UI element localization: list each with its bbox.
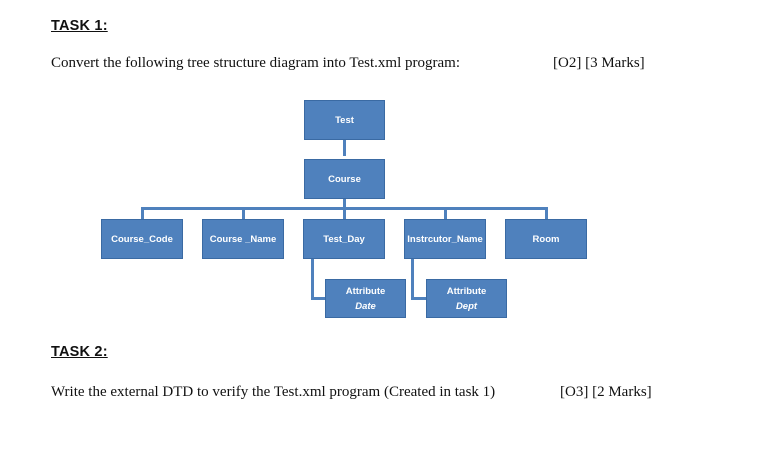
task2-heading: TASK 2: <box>51 344 108 360</box>
node-instructor-name-label: Instrcutor_Name <box>407 233 483 245</box>
connector-test-course <box>343 140 346 156</box>
node-room: Room <box>505 219 587 259</box>
task1-marks-text: O2] [3 Marks] <box>558 55 645 71</box>
node-attribute-date: Attribute Date <box>325 279 406 318</box>
task1-heading: TASK 1: <box>51 18 108 34</box>
node-test: Test <box>304 100 385 140</box>
node-course-name-label: Course _Name <box>209 233 277 245</box>
node-test-label: Test <box>335 114 354 126</box>
connector-drop-1 <box>141 207 144 219</box>
connector-drop-4 <box>444 207 447 219</box>
task1-marks-prefix: [ <box>553 55 558 71</box>
connector-drop-3 <box>343 207 346 219</box>
node-course-code-label: Course_Code <box>111 233 173 245</box>
node-course-name: Course _Name <box>202 219 284 259</box>
node-instructor-name: Instrcutor_Name <box>404 219 486 259</box>
connector-testday-attr-horizontal <box>311 297 325 300</box>
task2-marks-prefix: [ <box>560 384 565 400</box>
node-room-label: Room <box>532 233 560 245</box>
connector-drop-2 <box>242 207 245 219</box>
connector-instructor-attr-horizontal <box>411 297 426 300</box>
task2-instruction: Write the external DTD to verify the Tes… <box>51 384 496 400</box>
attribute-dept-label: Attribute <box>446 285 487 297</box>
node-test-day: Test_Day <box>303 219 385 259</box>
attribute-date-value: Date <box>355 300 376 312</box>
node-course-label: Course <box>328 173 361 185</box>
task1-instruction: Convert the following tree structure dia… <box>51 55 460 71</box>
task1-marks: [O2] [3 Marks] <box>553 55 645 72</box>
node-course-code: Course_Code <box>101 219 183 259</box>
attribute-date-label: Attribute <box>345 285 386 297</box>
connector-course-bus <box>343 199 346 209</box>
node-attribute-dept: Attribute Dept <box>426 279 507 318</box>
connector-instructor-attr-vertical <box>411 259 414 300</box>
connector-drop-5 <box>545 207 548 219</box>
node-test-day-label: Test_Day <box>323 233 365 245</box>
task2-marks-text: O3] [2 Marks] <box>565 384 652 400</box>
task2-marks: [O3] [2 Marks] <box>560 384 652 401</box>
attribute-dept-value: Dept <box>455 300 478 312</box>
node-course: Course <box>304 159 385 199</box>
connector-testday-attr-vertical <box>311 259 314 300</box>
